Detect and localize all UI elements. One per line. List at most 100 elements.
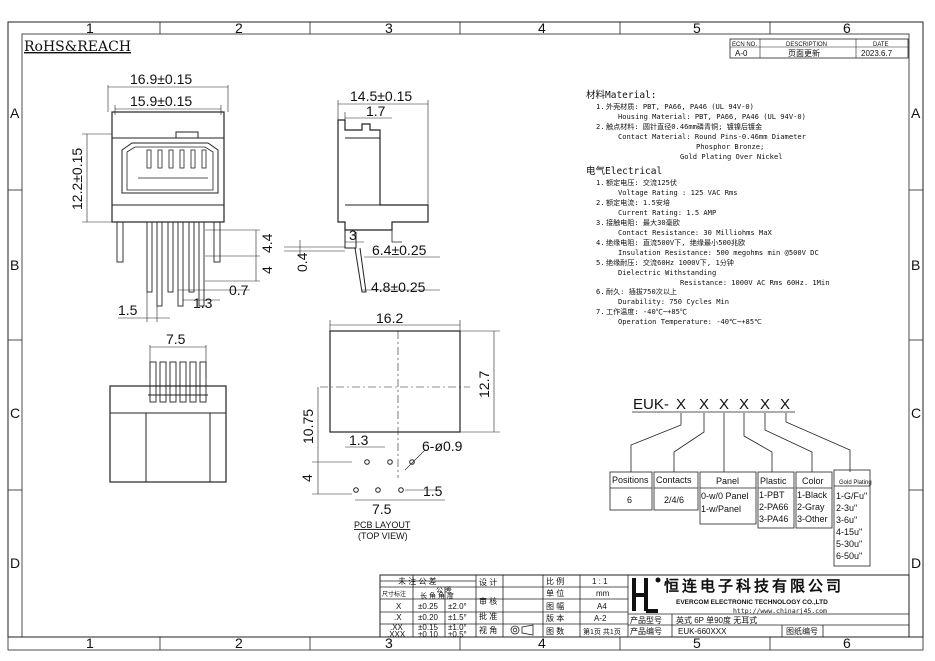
row-label-c-right: C	[911, 405, 921, 421]
opt-gold-val-3: 3-6u"	[836, 515, 857, 525]
elec-item-5-num: 5.	[596, 257, 605, 267]
company-name-en: EVERCOM ELECTRONIC TECHNOLOGY CO.,LTD	[676, 599, 828, 606]
opt-gold-val-4: 4-15u"	[836, 527, 862, 537]
product-no-label: 产品编号	[630, 626, 662, 636]
elec-item-3: 3.接触电阻: 最大30毫欧	[586, 218, 886, 228]
dim-side-1-7: 1.7	[366, 103, 386, 119]
elec-item-4-num: 4.	[596, 237, 605, 247]
part-code-prefix: EUK	[633, 396, 664, 413]
dim-pcb-10-75: 10.75	[300, 409, 316, 444]
row-label-c: C	[10, 405, 20, 421]
row-label-b-right: B	[911, 257, 920, 273]
elec-item-3-num: 3.	[596, 218, 605, 228]
drawing-no-label: 图纸编号	[786, 626, 818, 636]
row-label-d-right: D	[911, 555, 921, 571]
material-item-1: 1. 外壳材质: PBT, PA66, PA46 (UL 94V-0)	[586, 102, 886, 112]
dim-pcb-16-2: 16.2	[376, 310, 403, 326]
prop-size-value: A4	[597, 602, 607, 611]
dim-front-inner: 15.9±0.15	[130, 93, 192, 109]
part-code-sep: -	[664, 396, 669, 413]
rev-header-desc: DESCRIPTION	[786, 42, 827, 48]
tol-row-2-key: .X	[394, 613, 402, 622]
tol-row-3-key: .XX	[390, 623, 404, 632]
material-item-2-cn: 触点材料: 圆针直径0.46mm磷青铜; 镀镍后镀金	[606, 121, 763, 131]
prop-unit-value: mm	[596, 589, 610, 598]
opt-color-val-3: 3-Other	[797, 514, 828, 524]
part-code-slot-1: X	[676, 396, 686, 413]
opt-gold-val-6: 6-50u"	[836, 551, 862, 561]
tol-sub-2: 公 差	[436, 585, 452, 594]
elec-item-6-num: 6.	[596, 287, 605, 297]
opt-plastic-val-2: 2-PA66	[759, 502, 788, 512]
prop-sheets-value: 第1页 共1页	[583, 627, 621, 636]
tol-sub-3: 长 角 角 度	[420, 591, 454, 600]
dim-front-height: 12.2±0.15	[69, 148, 85, 210]
part-code: EUK - X X X X X X Positions 6 Conta	[609, 396, 872, 567]
role-design: 设 计	[479, 577, 497, 587]
col-label-1-bottom: 1	[86, 635, 94, 651]
tol-row-3-a: ±0.15	[418, 623, 439, 632]
opt-gold-val-5: 5-30u"	[836, 539, 862, 549]
role-review: 审 核	[479, 596, 497, 606]
dim-side-4-8: 4.8±0.25	[371, 279, 426, 295]
opt-contacts-title: Contacts	[656, 475, 692, 485]
row-label-d: D	[10, 555, 20, 571]
opt-plastic-title: Plastic	[760, 476, 787, 486]
prop-scale-value: 1 : 1	[592, 577, 608, 586]
row-label-a: A	[10, 105, 20, 121]
elec-item-4: 4.绝缘电阻: 直流500V下, 绝缘最小500兆欧	[586, 238, 886, 248]
opt-color-val-1: 1-Black	[797, 490, 828, 500]
dim-front-outer: 16.9±0.15	[130, 71, 192, 87]
side-view	[284, 100, 440, 293]
elec-item-1-num: 1.	[596, 178, 605, 188]
elec-item-4-cn: 绝缘电阻: 直流500V下, 绝缘最小500兆欧	[606, 237, 746, 247]
company-logo	[632, 577, 661, 613]
dim-front-4-4: 4.4	[259, 233, 275, 253]
elec-item-2-num: 2.	[596, 198, 605, 208]
col-label-5: 5	[693, 20, 701, 36]
opt-positions-val-1: 6	[627, 495, 632, 505]
rev-date-value: 2023.6.7	[861, 49, 893, 58]
prop-size-label: 图 幅	[546, 601, 564, 611]
opt-color-title: Color	[802, 476, 824, 486]
elec-item-6: 6.耐久: 插拔750次以上	[586, 287, 886, 297]
opt-gold-title: Gold Plating	[839, 480, 872, 486]
col-label-6: 6	[843, 20, 851, 36]
dim-front-4: 4	[259, 266, 275, 274]
product-name-label: 产品型号	[630, 615, 662, 625]
col-label-6-bottom: 6	[843, 635, 851, 651]
col-label-5-bottom: 5	[693, 635, 701, 651]
elec-item-6-en: Durability: 750 Cycles Min	[618, 297, 730, 307]
front-view	[82, 85, 260, 322]
elec-item-7-num: 7.	[596, 307, 605, 317]
electrical-title: 电气Electrical	[586, 166, 663, 178]
tol-row-4-key: .XXX	[387, 630, 406, 639]
tol-row-3-b: ±1.0°	[448, 623, 467, 632]
company-name-cn: 恒连电子科技有限公司	[664, 577, 844, 595]
material-item-2-en-2: Phosphor Bronze;	[696, 141, 765, 151]
dim-side-14-5: 14.5±0.15	[350, 88, 412, 104]
company-website: http://www.chinarj45.com	[733, 607, 827, 615]
row-label-a-right: A	[911, 105, 921, 121]
revision-table: ECN NO. DESCRIPTION DATE A-0 页面更新 2023.6…	[729, 38, 909, 59]
dim-pcb-1-5: 1.5	[423, 483, 443, 499]
tol-row-1-a: ±0.25	[418, 602, 439, 611]
elec-item-5-cn: 绝缘耐压: 交流60Hz 1000V下, 1分钟	[606, 257, 734, 267]
material-title: 材料Material:	[586, 90, 657, 101]
dim-pcb-12-7: 12.7	[476, 371, 492, 398]
role-view: 视 角	[479, 625, 497, 635]
elec-item-4-en: Insulation Resistance: 500 megohms min @…	[618, 247, 819, 257]
prop-sheets-label: 图 数	[546, 626, 564, 636]
elec-item-5-en-1: Dielectric Withstanding	[618, 267, 717, 277]
elec-item-2: 2.额定电流: 1.5安培	[586, 198, 886, 208]
rev-header-date: DATE	[873, 42, 889, 48]
opt-gold-val-1: 1-G/Fu"	[836, 491, 867, 501]
part-code-slot-2: X	[699, 396, 709, 413]
elec-item-7: 7.工作温度: -40℃~+85℃	[586, 307, 886, 317]
part-code-slot-3: X	[719, 396, 729, 413]
rev-ecn-value: A-0	[735, 49, 748, 58]
bottom-view	[109, 345, 227, 483]
opt-plastic-val-1: 1-PBT	[759, 490, 785, 500]
material-item-2-en-1: Contact Material: Round Pins-0.46mm Diam…	[618, 131, 806, 141]
